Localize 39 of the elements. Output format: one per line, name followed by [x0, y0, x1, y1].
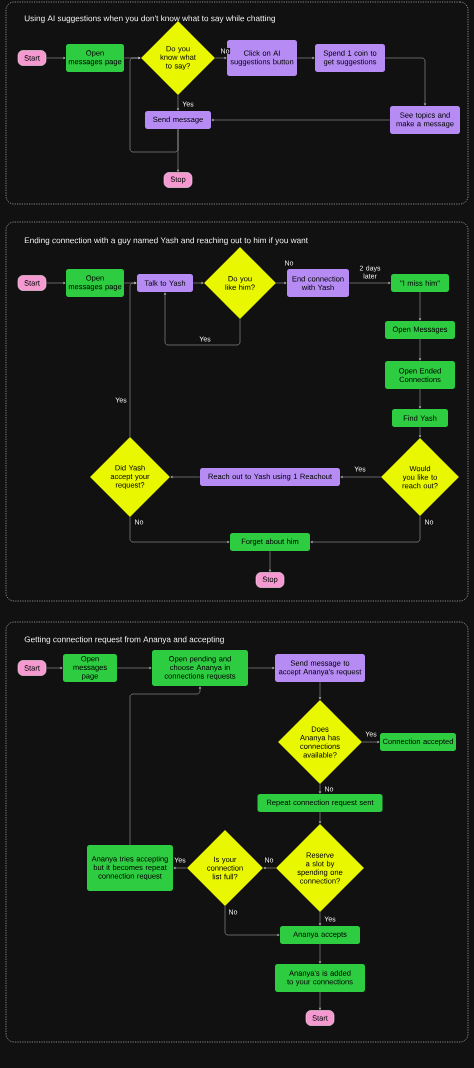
arrow [214, 56, 227, 60]
arrow [318, 811, 322, 824]
arrow [170, 475, 201, 479]
arrow [361, 740, 380, 744]
section-title: Ending connection with a guy named Yash and reaching out to him if you want [24, 237, 308, 245]
arrow [247, 666, 275, 670]
arrow [318, 943, 322, 964]
arrow [46, 56, 66, 60]
arrow [263, 866, 277, 870]
arrow [384, 57, 427, 106]
arrow [418, 291, 422, 321]
arrow [46, 281, 66, 285]
arrow [418, 426, 422, 438]
arrow [318, 991, 322, 1010]
arrow [418, 338, 422, 361]
arrow [296, 56, 315, 60]
arrow [173, 866, 188, 870]
arrow [275, 281, 287, 285]
arrow [116, 666, 152, 670]
arrow [46, 666, 63, 670]
arrow [211, 118, 391, 122]
arrow [268, 550, 272, 572]
arrow [163, 292, 241, 346]
arrow [192, 281, 204, 285]
arrow [176, 94, 180, 111]
arrow [310, 515, 421, 544]
arrow [129, 56, 179, 153]
arrow [318, 911, 322, 926]
arrow [318, 783, 322, 794]
arrow [348, 281, 391, 285]
arrow [418, 388, 422, 409]
arrow [129, 281, 137, 438]
arrow [129, 516, 230, 544]
arrow [224, 905, 280, 937]
arrow [129, 686, 202, 846]
arrow [340, 475, 382, 479]
section-title: Using AI suggestions when you don't know what to say while chatting [24, 15, 275, 23]
section-title: Getting connection request from Ananya and accepting [24, 636, 224, 644]
arrow [318, 681, 322, 700]
